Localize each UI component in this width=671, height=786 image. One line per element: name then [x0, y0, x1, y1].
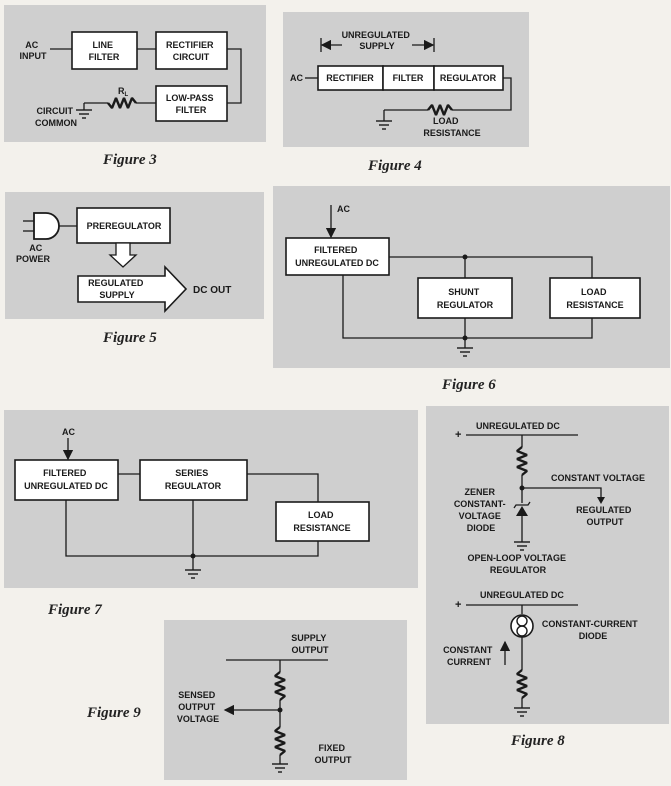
low-pass-filter-box: [155, 85, 228, 122]
figure7-junction-dot: [190, 553, 196, 559]
constant-current-label: CONSTANT CURRENT: [443, 645, 495, 667]
figure5-caption: Figure 5: [103, 330, 157, 346]
figure7-filtered-unregulated-dc-box: [14, 459, 119, 501]
figure8-panel: [426, 406, 669, 724]
preregulator-label: PREREGULATOR: [87, 221, 162, 231]
figure6-ground-icon: [457, 347, 473, 357]
figure7-diagram: AC FILTERED UNREGULATED DC SERIES REGULA…: [14, 427, 370, 579]
low-pass-filter-label: LOW-PASS FILTER: [166, 93, 216, 115]
rl-resistor: [107, 97, 137, 109]
figure6-junction-dot: [462, 254, 468, 260]
shunt-regulator-box: [417, 277, 513, 319]
figure8-bottom-resistor: [516, 669, 528, 699]
figure9-panel: [164, 620, 407, 780]
series-regulator-label: SERIES REGULATOR: [165, 468, 222, 491]
regulator-box: [433, 65, 504, 91]
figure6-filtered-unregulated-dc-box: [285, 237, 390, 276]
constant-voltage-label: CONSTANT VOLTAGE: [551, 473, 645, 483]
figure3-ac-input-label: AC INPUT: [20, 40, 48, 61]
figure7-caption: Figure 7: [48, 602, 102, 618]
figure3-caption: Figure 3: [103, 152, 157, 168]
constant-current-diode-icon: [510, 614, 534, 638]
figure7-load-resistance-label: LOAD RESISTANCE: [293, 510, 350, 533]
rectifier-label: RECTIFIER: [326, 73, 374, 83]
unregulated-dc-bottom-label: UNREGULATED DC: [480, 590, 564, 600]
figure8-top-resistor: [516, 446, 528, 476]
figure6-diagram: AC FILTERED UNREGULATED DC SHUNT REGULAT…: [285, 204, 641, 357]
figure9-diagram: SUPPLY OUTPUT SENSED OUTPUT VOLTAGE FIXE…: [177, 633, 353, 773]
figure8-ground-bottom-icon: [514, 707, 530, 717]
figure4-ac-label: AC: [290, 73, 303, 83]
series-regulator-box: [139, 459, 248, 501]
unregulated-dc-top-label: UNREGULATED DC: [476, 421, 560, 431]
figure7-ac-label: AC: [62, 427, 75, 437]
shunt-regulator-label: SHUNT REGULATOR: [437, 287, 494, 310]
load-resistor: [427, 104, 453, 116]
regulator-label: REGULATOR: [440, 73, 497, 83]
figure4-diagram: UNREGULATED SUPPLY AC RECTIFIER FILTER R…: [290, 30, 512, 138]
dc-out-label: DC OUT: [193, 285, 231, 296]
sensed-output-voltage-label: SENSED OUTPUT VOLTAGE: [177, 690, 219, 724]
zener-label: ZENER CONSTANT- VOLTAGE DIODE: [454, 487, 508, 533]
filter-label: FILTER: [393, 73, 424, 83]
figure9-top-resistor: [274, 671, 286, 701]
down-arrow-icon: [108, 242, 138, 268]
filter-box: [382, 65, 435, 91]
figure6-load-resistance-box: [549, 277, 641, 319]
ac-power-label: AC POWER: [16, 243, 51, 264]
preregulator-box: [76, 207, 171, 244]
figure7-filtered-unregulated-dc-label: FILTERED UNREGULATED DC: [24, 468, 108, 491]
rl-label: RL: [118, 86, 129, 98]
figure8-ground-top-icon: [514, 541, 530, 551]
regulated-supply-label: REGULATED SUPPLY: [88, 278, 146, 300]
fixed-output-label: FIXED OUTPUT: [315, 743, 353, 765]
rectifier-circuit-label: RECTIFIER CIRCUIT: [166, 40, 216, 62]
figure9-bottom-resistor: [274, 726, 286, 756]
figure5-diagram: AC POWER PREREGULATOR REGULATED SUPPLY D…: [16, 207, 231, 313]
supply-output-label: SUPPLY OUTPUT: [291, 633, 329, 655]
circuit-common-label: CIRCUIT COMMON: [35, 106, 77, 128]
rectifier-box: [317, 65, 384, 91]
regulated-supply-arrow: [77, 265, 188, 313]
figure3-ground-icon: [76, 109, 92, 119]
unregulated-supply-label: UNREGULATED SUPPLY: [342, 30, 413, 51]
rectifier-circuit-box: [155, 31, 228, 70]
figure6-caption: Figure 6: [442, 377, 496, 393]
figure7-load-resistance-box: [275, 501, 370, 542]
figure4-caption: Figure 4: [368, 158, 422, 174]
figure6-ac-label: AC: [337, 204, 350, 214]
figure8-caption: Figure 8: [511, 733, 565, 749]
figure9-ground-icon: [272, 763, 288, 773]
open-loop-label: OPEN-LOOP VOLTAGE REGULATOR: [467, 553, 568, 575]
figure6-filtered-unregulated-dc-label: FILTERED UNREGULATED DC: [295, 245, 379, 268]
figure8-plus-top: +: [455, 429, 461, 441]
figure3-diagram: AC INPUT LINE FILTER RECTIFIER CIRCUIT L…: [20, 31, 242, 128]
figure4-load-resistance-label: LOAD RESISTANCE: [423, 116, 480, 138]
line-filter-label: LINE FILTER: [89, 40, 120, 62]
line-filter-box: [71, 31, 138, 70]
figure8-plus-bottom: +: [455, 599, 461, 611]
regulated-output-label: REGULATED OUTPUT: [576, 505, 634, 527]
figure6-ground-junction-dot: [462, 335, 468, 341]
ac-plug-icon: [23, 212, 60, 240]
figure8-diagram: + UNREGULATED DC CONSTANT VOLTAGE ZENER …: [443, 421, 645, 717]
constant-current-diode-label: CONSTANT-CURRENT DIODE: [542, 619, 640, 641]
figure9-caption: Figure 9: [87, 705, 141, 721]
figure7-ground-icon: [185, 569, 201, 579]
zener-diode-icon: [513, 501, 531, 516]
figure4-ground-icon: [376, 120, 392, 130]
figure6-load-resistance-label: LOAD RESISTANCE: [566, 287, 623, 310]
